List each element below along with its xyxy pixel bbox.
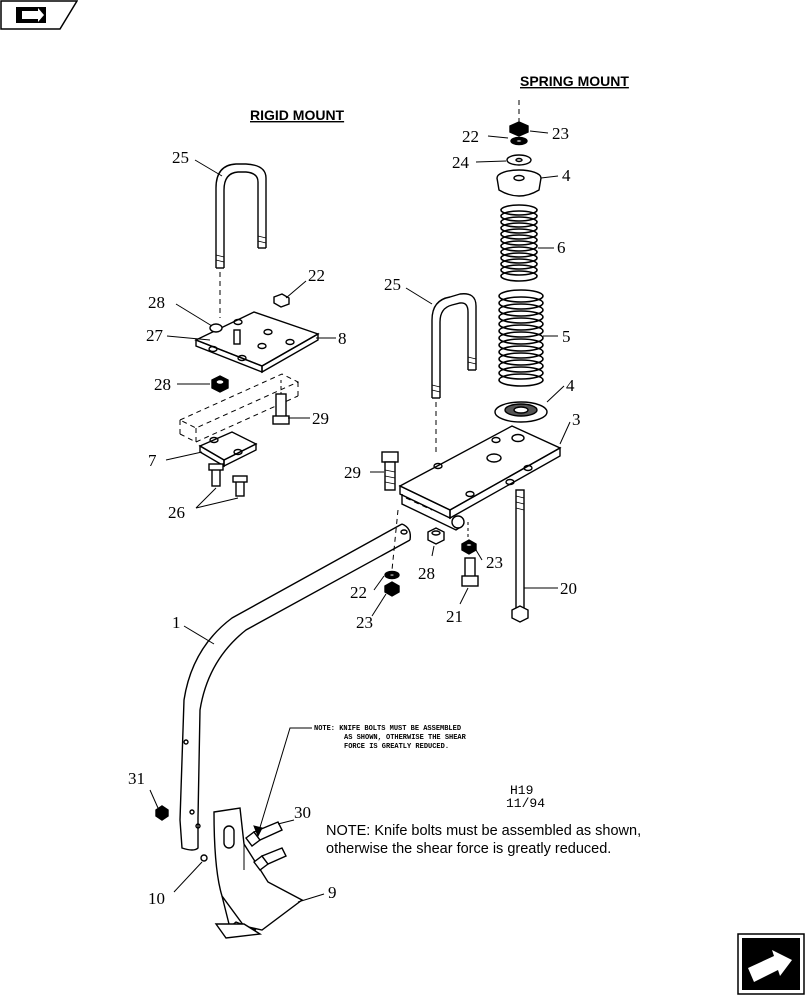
callout-22-rigid: 22 bbox=[308, 266, 325, 285]
callout-26: 26 bbox=[168, 503, 185, 522]
callout-28-lower: 28 bbox=[154, 375, 171, 394]
u-bolt-spring bbox=[431, 293, 477, 399]
arrow-back-icon bbox=[0, 0, 79, 30]
heading-rigid-mount: RIGID MOUNT bbox=[250, 107, 345, 123]
callout-21: 21 bbox=[446, 607, 463, 626]
callout-25-spring: 25 bbox=[384, 275, 401, 294]
callout-31: 31 bbox=[128, 769, 145, 788]
callout-23-shank: 23 bbox=[356, 613, 373, 632]
drawing-date: 11/94 bbox=[506, 796, 545, 811]
plate-spring bbox=[398, 425, 562, 520]
assembly-note: NOTE: Knife bolts must be assembled as s… bbox=[326, 823, 642, 857]
hinge-tube bbox=[401, 494, 465, 531]
plate-top-rigid bbox=[194, 311, 320, 374]
back-button[interactable] bbox=[0, 0, 79, 30]
callout-27: 27 bbox=[146, 326, 164, 345]
knife bbox=[213, 807, 304, 939]
leader-lines bbox=[149, 130, 571, 903]
callout-3: 3 bbox=[572, 410, 581, 429]
callout-20: 20 bbox=[560, 579, 577, 598]
callout-8: 8 bbox=[338, 329, 347, 348]
callout-4-bottom: 4 bbox=[566, 376, 575, 395]
callout-7: 7 bbox=[148, 451, 157, 470]
callout-24: 24 bbox=[452, 153, 470, 172]
callout-6: 6 bbox=[557, 238, 566, 257]
small-note-line-2: AS SHOWN, OTHERWISE THE SHEAR bbox=[344, 734, 467, 742]
callout-9: 9 bbox=[328, 883, 337, 902]
spring-inner bbox=[500, 204, 538, 282]
callout-28-top: 28 bbox=[148, 293, 165, 312]
heading-spring-mount: SPRING MOUNT bbox=[520, 73, 629, 89]
spring-cup-top bbox=[496, 169, 542, 197]
shank bbox=[179, 523, 412, 851]
callout-4-top: 4 bbox=[562, 166, 571, 185]
callout-10: 10 bbox=[148, 889, 165, 908]
u-bolt-rigid bbox=[215, 163, 267, 269]
rod bbox=[511, 489, 529, 623]
forward-button[interactable] bbox=[734, 930, 806, 998]
callout-30: 30 bbox=[294, 803, 311, 822]
callout-1: 1 bbox=[172, 613, 181, 632]
plate-bottom-rigid bbox=[198, 431, 258, 468]
callout-29-rigid: 29 bbox=[312, 409, 329, 428]
arrow-forward-icon bbox=[737, 933, 805, 995]
spring-outer bbox=[498, 289, 544, 387]
small-note-line-3: FORCE IS GREATLY REDUCED. bbox=[344, 743, 449, 751]
drawing-code: H19 bbox=[510, 783, 533, 798]
callout-28-spring: 28 bbox=[418, 564, 435, 583]
small-note-line-1: NOTE: KNIFE BOLTS MUST BE ASSEMBLED bbox=[314, 725, 461, 733]
callout-29-spring: 29 bbox=[344, 463, 361, 482]
callout-5: 5 bbox=[562, 327, 571, 346]
callout-25-rigid: 25 bbox=[172, 148, 189, 167]
callout-23-spring-bottom: 23 bbox=[486, 553, 503, 572]
callout-22-shank: 22 bbox=[350, 583, 367, 602]
callout-22-spring: 22 bbox=[462, 127, 479, 146]
callout-23-spring-top: 23 bbox=[552, 124, 569, 143]
